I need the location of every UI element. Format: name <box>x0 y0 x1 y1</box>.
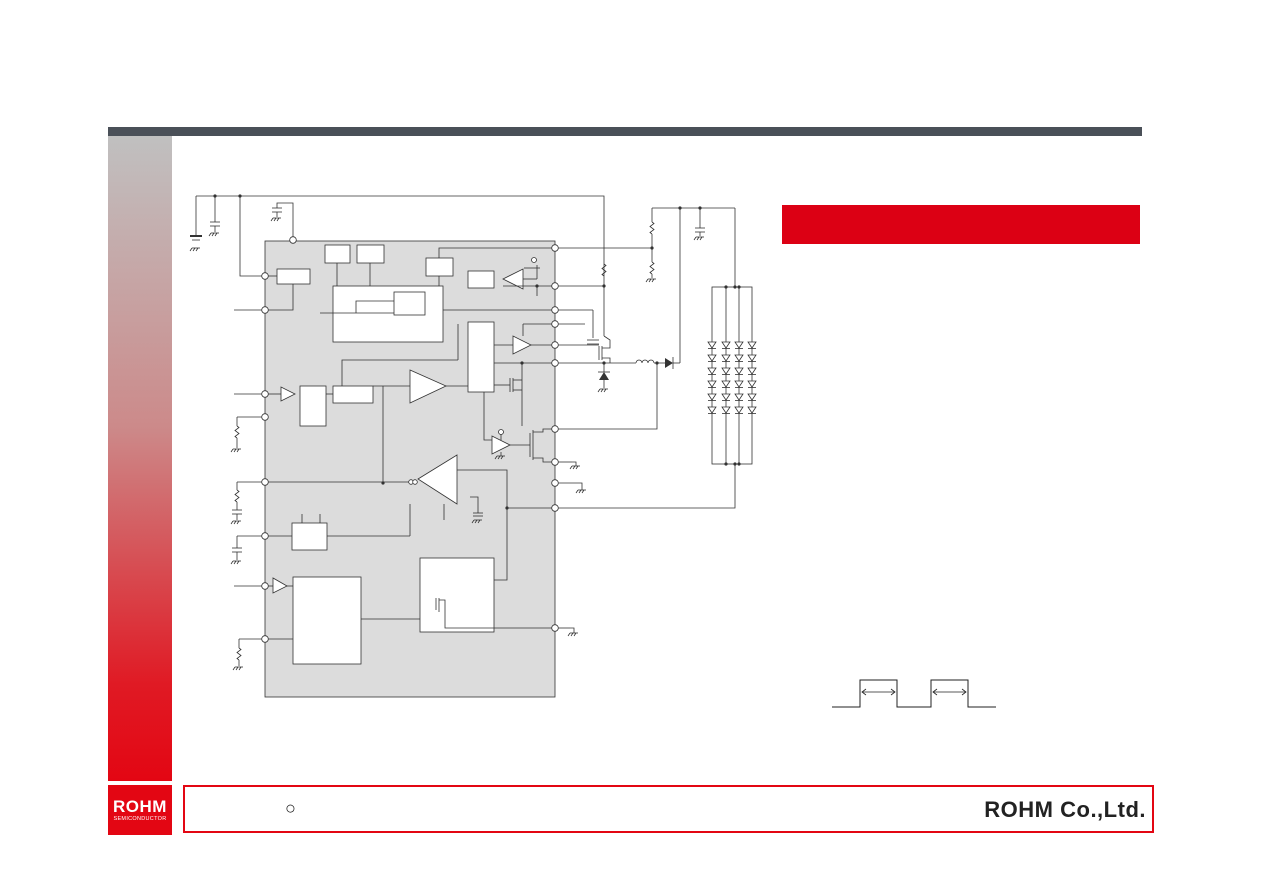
rohm-logo: ROHM SEMICONDUCTOR <box>108 785 172 835</box>
block-pwm <box>299 385 327 427</box>
block-c <box>425 257 454 277</box>
amp-comparator <box>409 369 447 404</box>
side-gradient-bar <box>108 136 172 781</box>
amp-sense <box>491 435 511 455</box>
block-slope <box>332 385 374 404</box>
block-a <box>324 244 351 264</box>
block-ref <box>291 522 328 551</box>
title-banner <box>782 205 1140 244</box>
logo-main-text: ROHM <box>113 796 167 816</box>
logo-sub-text: SEMICONDUCTOR <box>113 815 167 822</box>
block-driver <box>467 321 495 393</box>
footer: ○ ROHM Co.,Ltd. <box>183 785 1154 833</box>
buffer-en <box>272 577 288 594</box>
amp-error <box>417 454 458 505</box>
block-b <box>356 244 385 264</box>
footer-company-name: ROHM Co.,Ltd. <box>984 797 1146 822</box>
block-d <box>467 270 495 289</box>
block-control <box>332 285 444 343</box>
pwm-waveform <box>832 679 996 708</box>
block-logic <box>292 576 362 665</box>
top-divider-bar <box>108 127 1142 136</box>
footer-circle-mark: ○ <box>285 798 296 818</box>
block-switch <box>419 557 495 633</box>
block-osc <box>393 291 426 316</box>
block-reg <box>276 268 311 285</box>
